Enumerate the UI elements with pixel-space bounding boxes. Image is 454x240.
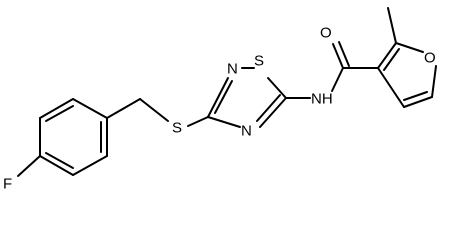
bond-benzene-c1-c2 (72, 98, 108, 119)
bond-c5-n4 (259, 97, 287, 128)
bond-furan-c2-c3-double (383, 48, 400, 71)
bond-benzene-c5-c6 (72, 155, 108, 176)
atom-thioether-sulfur: S (172, 120, 182, 137)
bond-benzene-c2-c3 (39, 98, 74, 119)
bond-ring-ch2 (106, 98, 141, 119)
atom-furan-oxygen: O (424, 50, 436, 67)
bond-c3-n2 (207, 77, 229, 118)
atom-fluorine: F (3, 176, 12, 193)
bond-furan-c5-c4-double (403, 91, 428, 101)
bond-nh-carbonyl (331, 67, 344, 92)
bond-s-c3 (187, 116, 209, 127)
bond-carbonyl-o-double (338, 41, 350, 67)
atom-ring-sulfur: S (254, 53, 264, 70)
atom-labels: F S N S N NH O O (3, 25, 436, 193)
bond-furan-o-c5 (431, 65, 437, 98)
atom-amide-nitrogen: NH (311, 91, 333, 108)
atom-ring-nitrogen-top: N (227, 61, 238, 78)
bond-furan-methyl (387, 7, 397, 44)
bond-c-f (17, 155, 41, 177)
bond-c5-n4-double (256, 94, 281, 122)
bond-benzene-inner-2 (45, 152, 74, 169)
bond-furan-c2-o (395, 42, 424, 53)
atom-carbonyl-oxygen: O (320, 25, 332, 42)
bond-n4-c3 (207, 116, 241, 128)
bond-ch2-s (139, 98, 169, 122)
bond-carbonyl-o (332, 43, 344, 69)
bond-c3-n2-double (214, 80, 233, 114)
bond-s1-c5 (267, 77, 287, 99)
bond-benzene-inner-1 (45, 105, 74, 122)
bonds (17, 7, 437, 177)
bond-furan-c5-c4 (403, 96, 433, 108)
molecule-structure: F S N S N NH O O (3, 7, 437, 193)
bond-furan-c4-c3 (377, 67, 405, 108)
bond-furan-c3-c2 (377, 42, 397, 69)
bond-benzene-c4-c5 (39, 155, 74, 176)
atom-ring-nitrogen-bottom: N (241, 123, 252, 140)
